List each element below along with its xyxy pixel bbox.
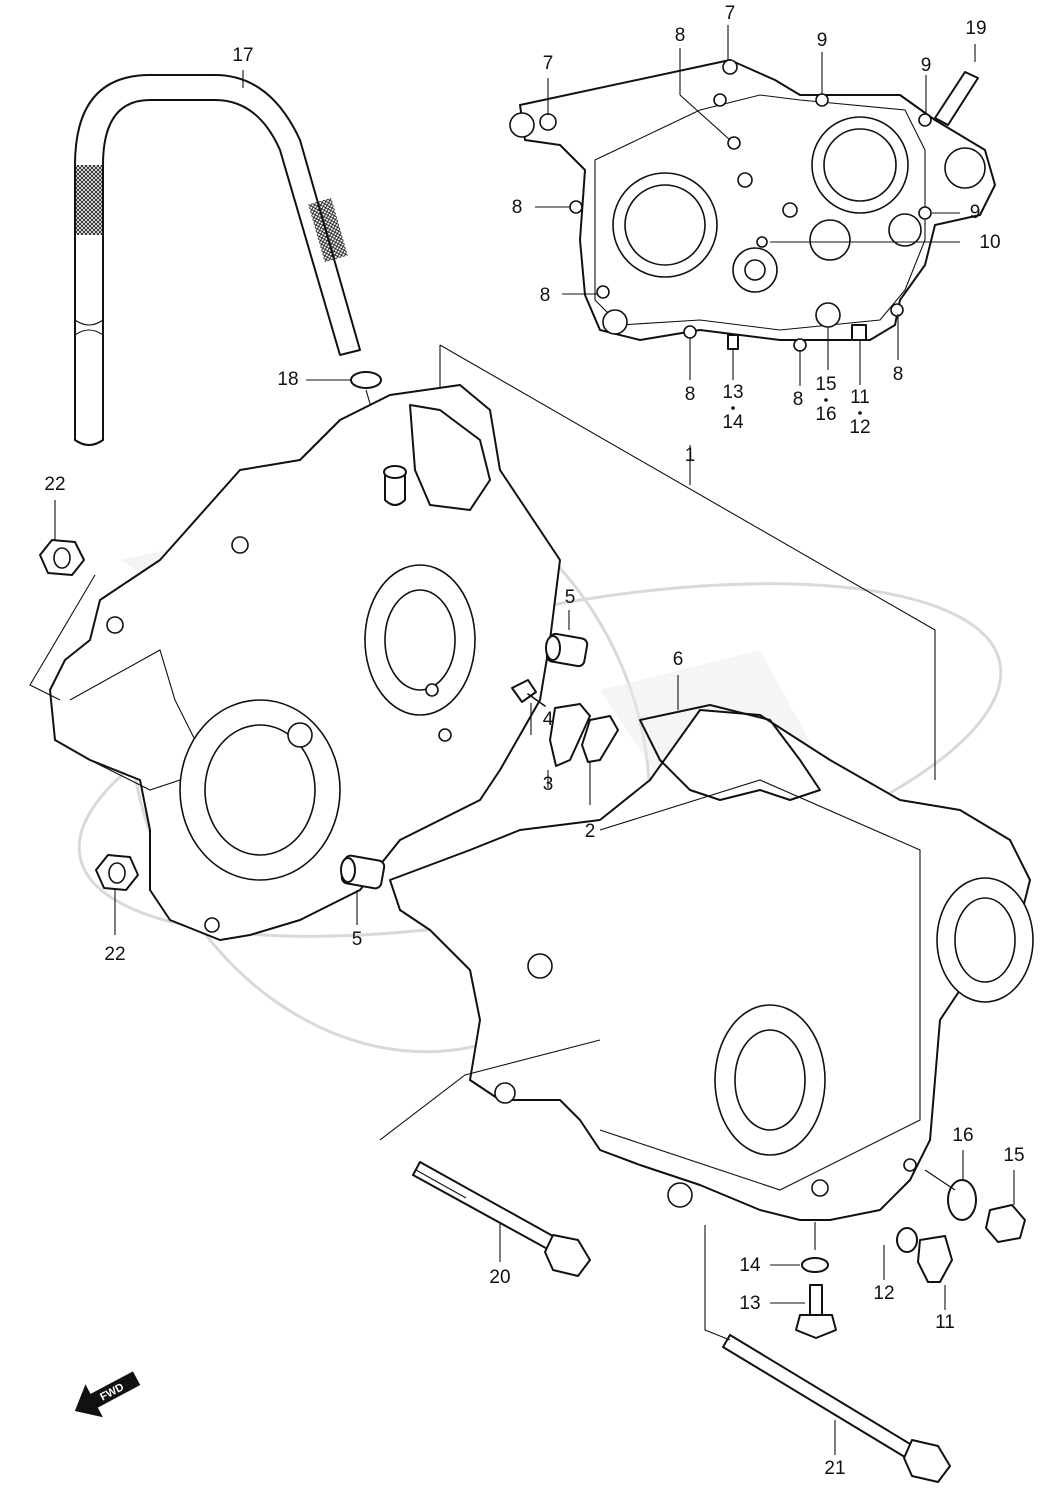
callout-15-top: 15 <box>815 374 836 395</box>
callout-6: 6 <box>673 649 684 670</box>
callout-10: 10 <box>979 232 1000 253</box>
callout-18: 18 <box>277 369 298 390</box>
plug-11 <box>917 1235 953 1283</box>
callout-14-top: 14 <box>722 412 744 433</box>
callout-8-b: 8 <box>512 197 523 218</box>
callout-5-upper: 5 <box>565 587 576 608</box>
callout-labels: 1 2 3 4 5 5 6 7 7 8 8 8 8 8 8 8 9 9 9 10… <box>44 3 1024 1479</box>
callout-22-lower: 22 <box>104 944 125 965</box>
callout-14-bottom: 14 <box>739 1255 761 1276</box>
callout-17: 17 <box>232 45 253 66</box>
callout-8-c: 8 <box>540 285 551 306</box>
fwd-label: FWD <box>98 1381 126 1403</box>
drain-plug-15 <box>985 1204 1026 1243</box>
callout-9-b: 9 <box>921 55 932 76</box>
callout-11-bottom: 11 <box>935 1312 955 1333</box>
callout-13-bottom: 13 <box>739 1293 760 1314</box>
callout-13-top: 13 <box>722 382 743 403</box>
washer-16 <box>947 1179 977 1221</box>
bolt-20 <box>412 1161 591 1277</box>
callout-5-lower: 5 <box>352 929 363 950</box>
callout-3: 3 <box>543 774 554 795</box>
callout-11-top: 11 <box>850 387 870 408</box>
crankcase-gasket <box>639 704 821 801</box>
callout-1: 1 <box>685 445 696 466</box>
nut-22-upper <box>39 539 85 576</box>
right-crankcase-inner-view <box>509 59 996 352</box>
callout-8-e: 8 <box>793 389 804 410</box>
plate-2 <box>581 715 619 763</box>
callout-2: 2 <box>585 821 596 842</box>
bolt-13 <box>795 1284 837 1339</box>
callout-9-a: 9 <box>817 30 828 51</box>
callout-22-upper: 22 <box>44 474 65 495</box>
callout-8-d: 8 <box>685 384 696 405</box>
washer-14 <box>801 1257 829 1273</box>
left-crankcase-half <box>49 384 561 941</box>
washer-12 <box>896 1227 918 1253</box>
right-crankcase-half <box>389 709 1034 1221</box>
leader-lines <box>29 25 1015 1455</box>
callout-16-bottom: 16 <box>952 1125 973 1146</box>
callout-21: 21 <box>824 1458 845 1479</box>
callout-19: 19 <box>965 18 986 39</box>
dowel-pin-upper <box>545 632 589 668</box>
nut-22-lower <box>95 854 139 891</box>
callout-7-left: 7 <box>543 53 554 74</box>
callout-20: 20 <box>489 1267 510 1288</box>
callout-15-bottom: 15 <box>1003 1145 1024 1166</box>
callout-12-bottom: 12 <box>873 1283 894 1304</box>
callout-4: 4 <box>543 709 554 730</box>
breather-hose <box>74 74 361 446</box>
bolt-21 <box>722 1334 951 1483</box>
fwd-arrow-icon: FWD <box>74 1371 141 1418</box>
callout-8-a: 8 <box>675 25 686 46</box>
hose-clamp <box>350 371 382 389</box>
dowel-pin-lower <box>340 854 386 890</box>
callout-9-c: 9 <box>970 202 981 223</box>
plate-3 <box>549 703 591 767</box>
callout-7-top: 7 <box>725 3 736 24</box>
callout-16-top: 16 <box>815 404 836 425</box>
callout-8-f: 8 <box>893 364 904 385</box>
callout-12-top: 12 <box>849 417 870 438</box>
bolt-4 <box>511 679 546 707</box>
